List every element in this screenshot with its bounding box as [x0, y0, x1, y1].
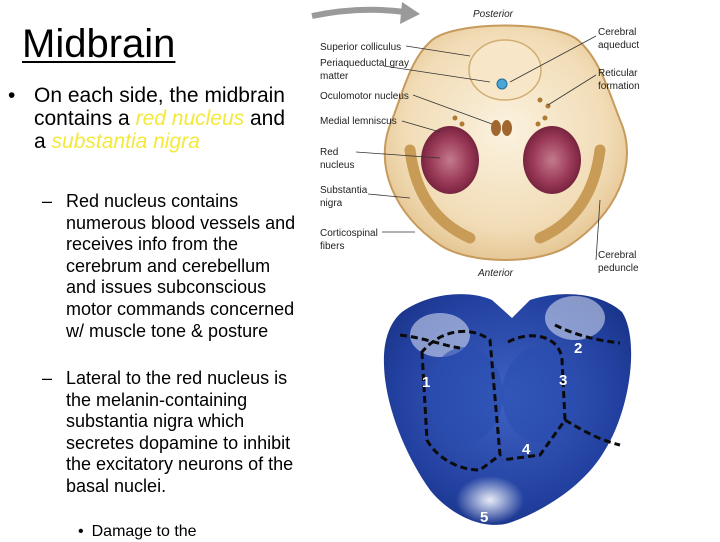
diagram-label: matter	[320, 71, 349, 82]
midbrain-section-illustration	[383, 24, 628, 261]
diagram-label: Reticular	[598, 68, 638, 79]
region-label-4: 4	[522, 441, 531, 458]
anterior-label: Anterior	[477, 268, 514, 279]
diagram-label: peduncle	[598, 263, 639, 274]
diagram-label: Periaqueductal gray	[320, 58, 409, 69]
diagram-label: nucleus	[320, 160, 354, 171]
curved-arrow-icon	[311, 2, 420, 24]
slide-title: Midbrain	[22, 22, 176, 66]
region-label-2: 2	[574, 340, 582, 357]
sub-bullet-red-nucleus: – Red nucleus contains numerous blood ve…	[42, 191, 297, 342]
sub-bullet-text: Red nucleus contains numerous blood vess…	[66, 191, 296, 341]
diagram-label: aqueduct	[598, 40, 639, 51]
region-label-3: 3	[559, 372, 567, 389]
main-bullet-part2: and a	[34, 107, 286, 153]
diagram-label: fibers	[320, 241, 344, 252]
diagram-label: Superior colliculus	[320, 42, 401, 53]
diagram-label: formation	[598, 81, 640, 92]
diagram-label: Red	[320, 147, 338, 158]
main-bullet-part1: On each side, the midbrain contains a	[34, 84, 285, 130]
sub-bullet-text: Lateral to the red nucleus is the melani…	[66, 368, 294, 496]
diagram-label: Medial lemniscus	[320, 116, 397, 127]
third-level-text: Damage to the	[91, 523, 197, 540]
posterior-label: Posterior	[473, 9, 514, 20]
substantia-nigra-term: substantia nigra	[51, 130, 200, 153]
diagram-label: nigra	[320, 198, 343, 209]
main-bullet-text: On each side, the midbrain contains a re…	[34, 84, 298, 153]
third-level-bullet: • Damage to the	[78, 522, 197, 542]
sub-bullet-marker: –	[42, 368, 53, 388]
diagram-label: Cerebral	[598, 250, 636, 261]
diagram-label: Cerebral	[598, 27, 636, 38]
main-bullet: • On each side, the midbrain contains a …	[8, 84, 298, 153]
sub-bullet-marker: –	[42, 191, 53, 211]
bullet-marker: •	[8, 84, 16, 107]
stained-midbrain-section: 1 2 3 4 5	[383, 294, 632, 526]
region-label-5: 5	[480, 509, 488, 526]
diagram-label: Corticospinal	[320, 228, 378, 239]
region-label-1: 1	[422, 374, 430, 391]
leader-lines	[355, 35, 601, 261]
diagram-label: Oculomotor nucleus	[320, 91, 409, 102]
diagram-label: Substantia	[320, 185, 368, 196]
sub-bullet-substantia-nigra: – Lateral to the red nucleus is the mela…	[42, 368, 297, 498]
red-nucleus-term: red nucleus	[135, 107, 245, 130]
third-level-marker: •	[78, 523, 84, 540]
